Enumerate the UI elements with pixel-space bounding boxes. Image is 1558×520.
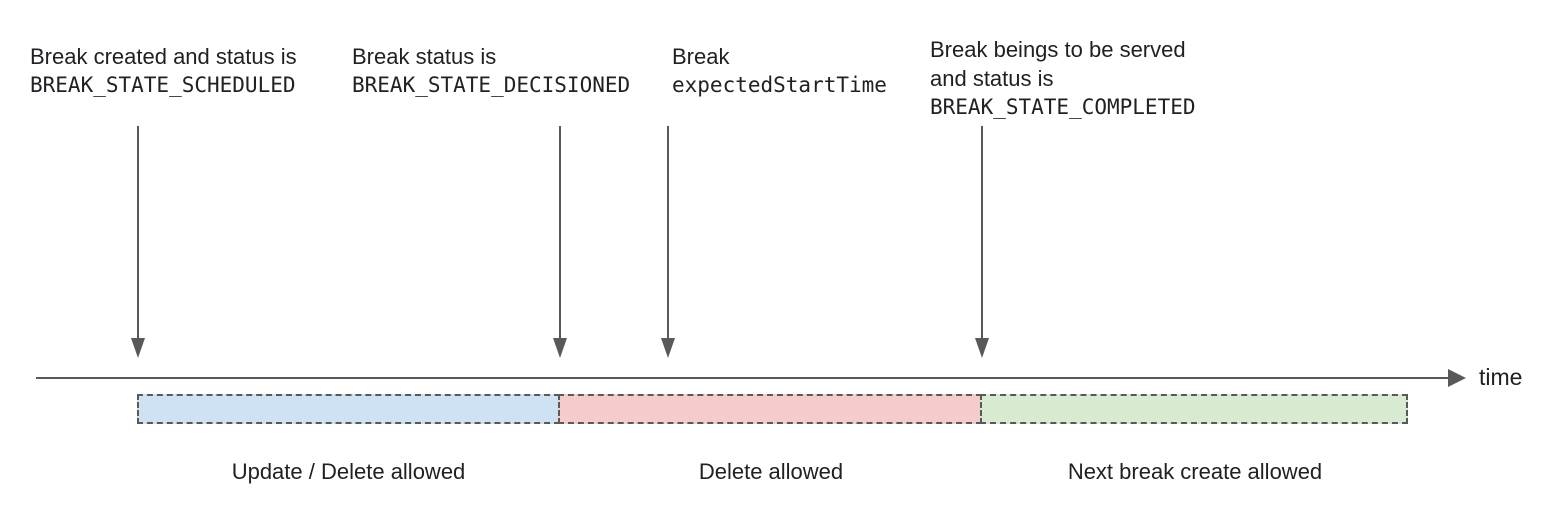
down-arrow-icon — [661, 126, 675, 358]
segment-label-next-break-create: Next break create allowed — [1067, 459, 1323, 484]
arrow-head — [661, 338, 675, 358]
arrow-head — [553, 338, 567, 358]
segment-next-break-create-allowed — [980, 394, 1408, 424]
down-arrow-icon — [553, 126, 567, 358]
annotation-break-decisioned: Break status is BREAK_STATE_DECISIONED — [352, 42, 630, 100]
annotation-break-completed: Break beings to be served and status is … — [930, 35, 1196, 122]
segment-update-delete-allowed — [137, 394, 560, 424]
annotation-break-scheduled: Break created and status is BREAK_STATE_… — [30, 42, 297, 100]
right-arrow-icon — [1448, 369, 1466, 387]
down-arrow-icon — [131, 126, 145, 358]
down-arrow-icon — [975, 126, 989, 358]
segment-label-delete: Delete allowed — [698, 459, 844, 484]
annotation-code: BREAK_STATE_SCHEDULED — [30, 73, 296, 97]
annotation-code: BREAK_STATE_DECISIONED — [352, 73, 631, 97]
arrow-head — [975, 338, 989, 358]
annotation-expected-start-time: Break expectedStartTime — [672, 42, 887, 100]
time-axis-label: time — [1479, 364, 1523, 390]
annotation-text: Break created and status is — [30, 44, 297, 69]
annotation-text: Break status is — [352, 44, 497, 69]
annotation-text: Break — [672, 44, 730, 69]
annotation-code: BREAK_STATE_COMPLETED — [930, 95, 1196, 119]
arrow-head — [131, 338, 145, 358]
annotation-text: Break beings to be served — [930, 37, 1186, 62]
arrow-shaft — [981, 126, 983, 340]
annotation-text: and status is — [930, 66, 1054, 91]
arrow-shaft — [137, 126, 139, 340]
segment-label-update-delete: Update / Delete allowed — [231, 459, 466, 484]
arrow-shaft — [667, 126, 669, 340]
segment-delete-allowed — [558, 394, 982, 424]
phase-bar — [137, 394, 1408, 424]
annotation-code: expectedStartTime — [672, 73, 887, 97]
arrow-shaft — [559, 126, 561, 340]
time-axis-line — [36, 377, 1450, 379]
